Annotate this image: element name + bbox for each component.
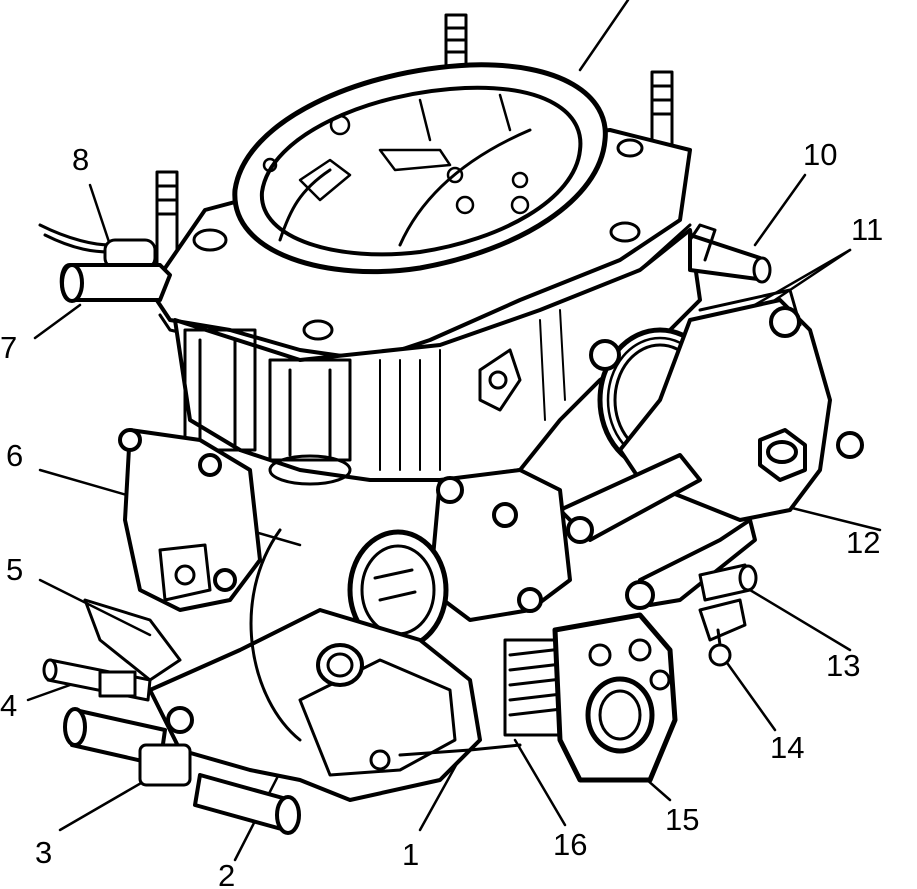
fitting-10 [688, 223, 772, 284]
tube-4 [42, 658, 152, 702]
ring-inner-details [262, 93, 530, 215]
left-bracket [83, 428, 262, 682]
label-10: 10 [803, 137, 837, 172]
label-16: 16 [553, 827, 587, 862]
label-14: 14 [770, 730, 804, 765]
tube-3 [63, 707, 192, 787]
solenoid-valve [38, 223, 172, 303]
air-inlet-ring [232, 62, 608, 275]
choke-housing [347, 468, 572, 651]
bracket-mid [478, 348, 522, 412]
label-1: 1 [402, 837, 419, 872]
part-labels: 8 7 10 11 6 5 12 13 4 14 15 16 1 3 2 [0, 137, 883, 889]
lower-body [148, 528, 522, 802]
tube-2 [193, 773, 301, 835]
adjust-screw-13 [698, 563, 758, 602]
linkage-arm [558, 453, 757, 610]
adjust-screw-14 [698, 598, 747, 667]
label-4: 4 [0, 688, 17, 723]
label-12: 12 [846, 525, 880, 560]
carburetor-body [173, 228, 702, 486]
label-6: 6 [6, 438, 23, 473]
label-3: 3 [35, 835, 52, 870]
label-2: 2 [218, 858, 235, 889]
label-8: 8 [72, 142, 89, 177]
label-7: 7 [0, 330, 17, 365]
label-11: 11 [851, 212, 883, 247]
label-15: 15 [665, 802, 699, 837]
label-13: 13 [826, 648, 860, 683]
lever-bolt [758, 428, 807, 482]
label-5: 5 [6, 552, 23, 587]
body-hatching [379, 309, 566, 471]
valve-15 [503, 612, 678, 783]
body-float-chamber [183, 328, 352, 486]
